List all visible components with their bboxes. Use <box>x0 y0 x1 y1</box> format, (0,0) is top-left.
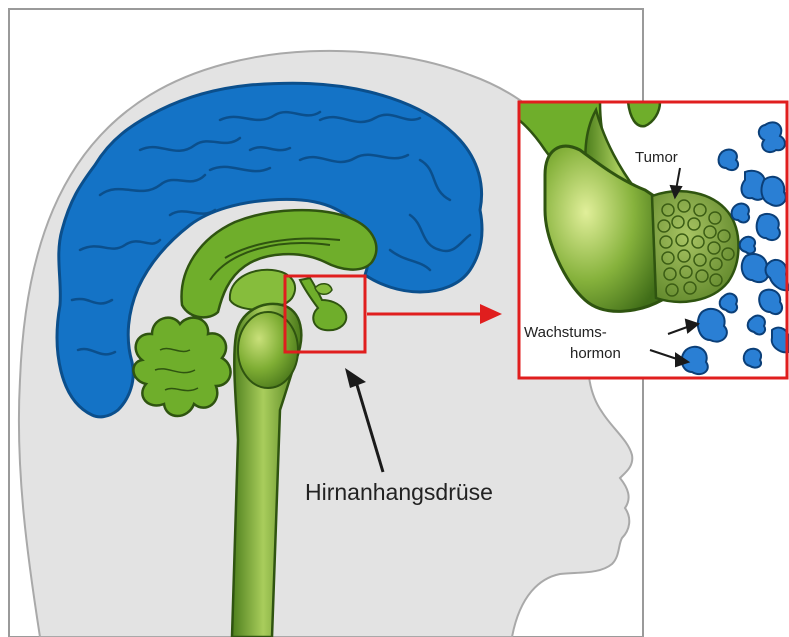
tumor-label: Tumor <box>635 149 678 166</box>
pituitary-label: Hirnanhangsdrüse <box>305 479 493 505</box>
pons <box>238 312 298 388</box>
growth-hormone-label-line1: Wachstums- <box>524 324 607 341</box>
growth-hormone-label-line2: hormon <box>570 345 621 362</box>
